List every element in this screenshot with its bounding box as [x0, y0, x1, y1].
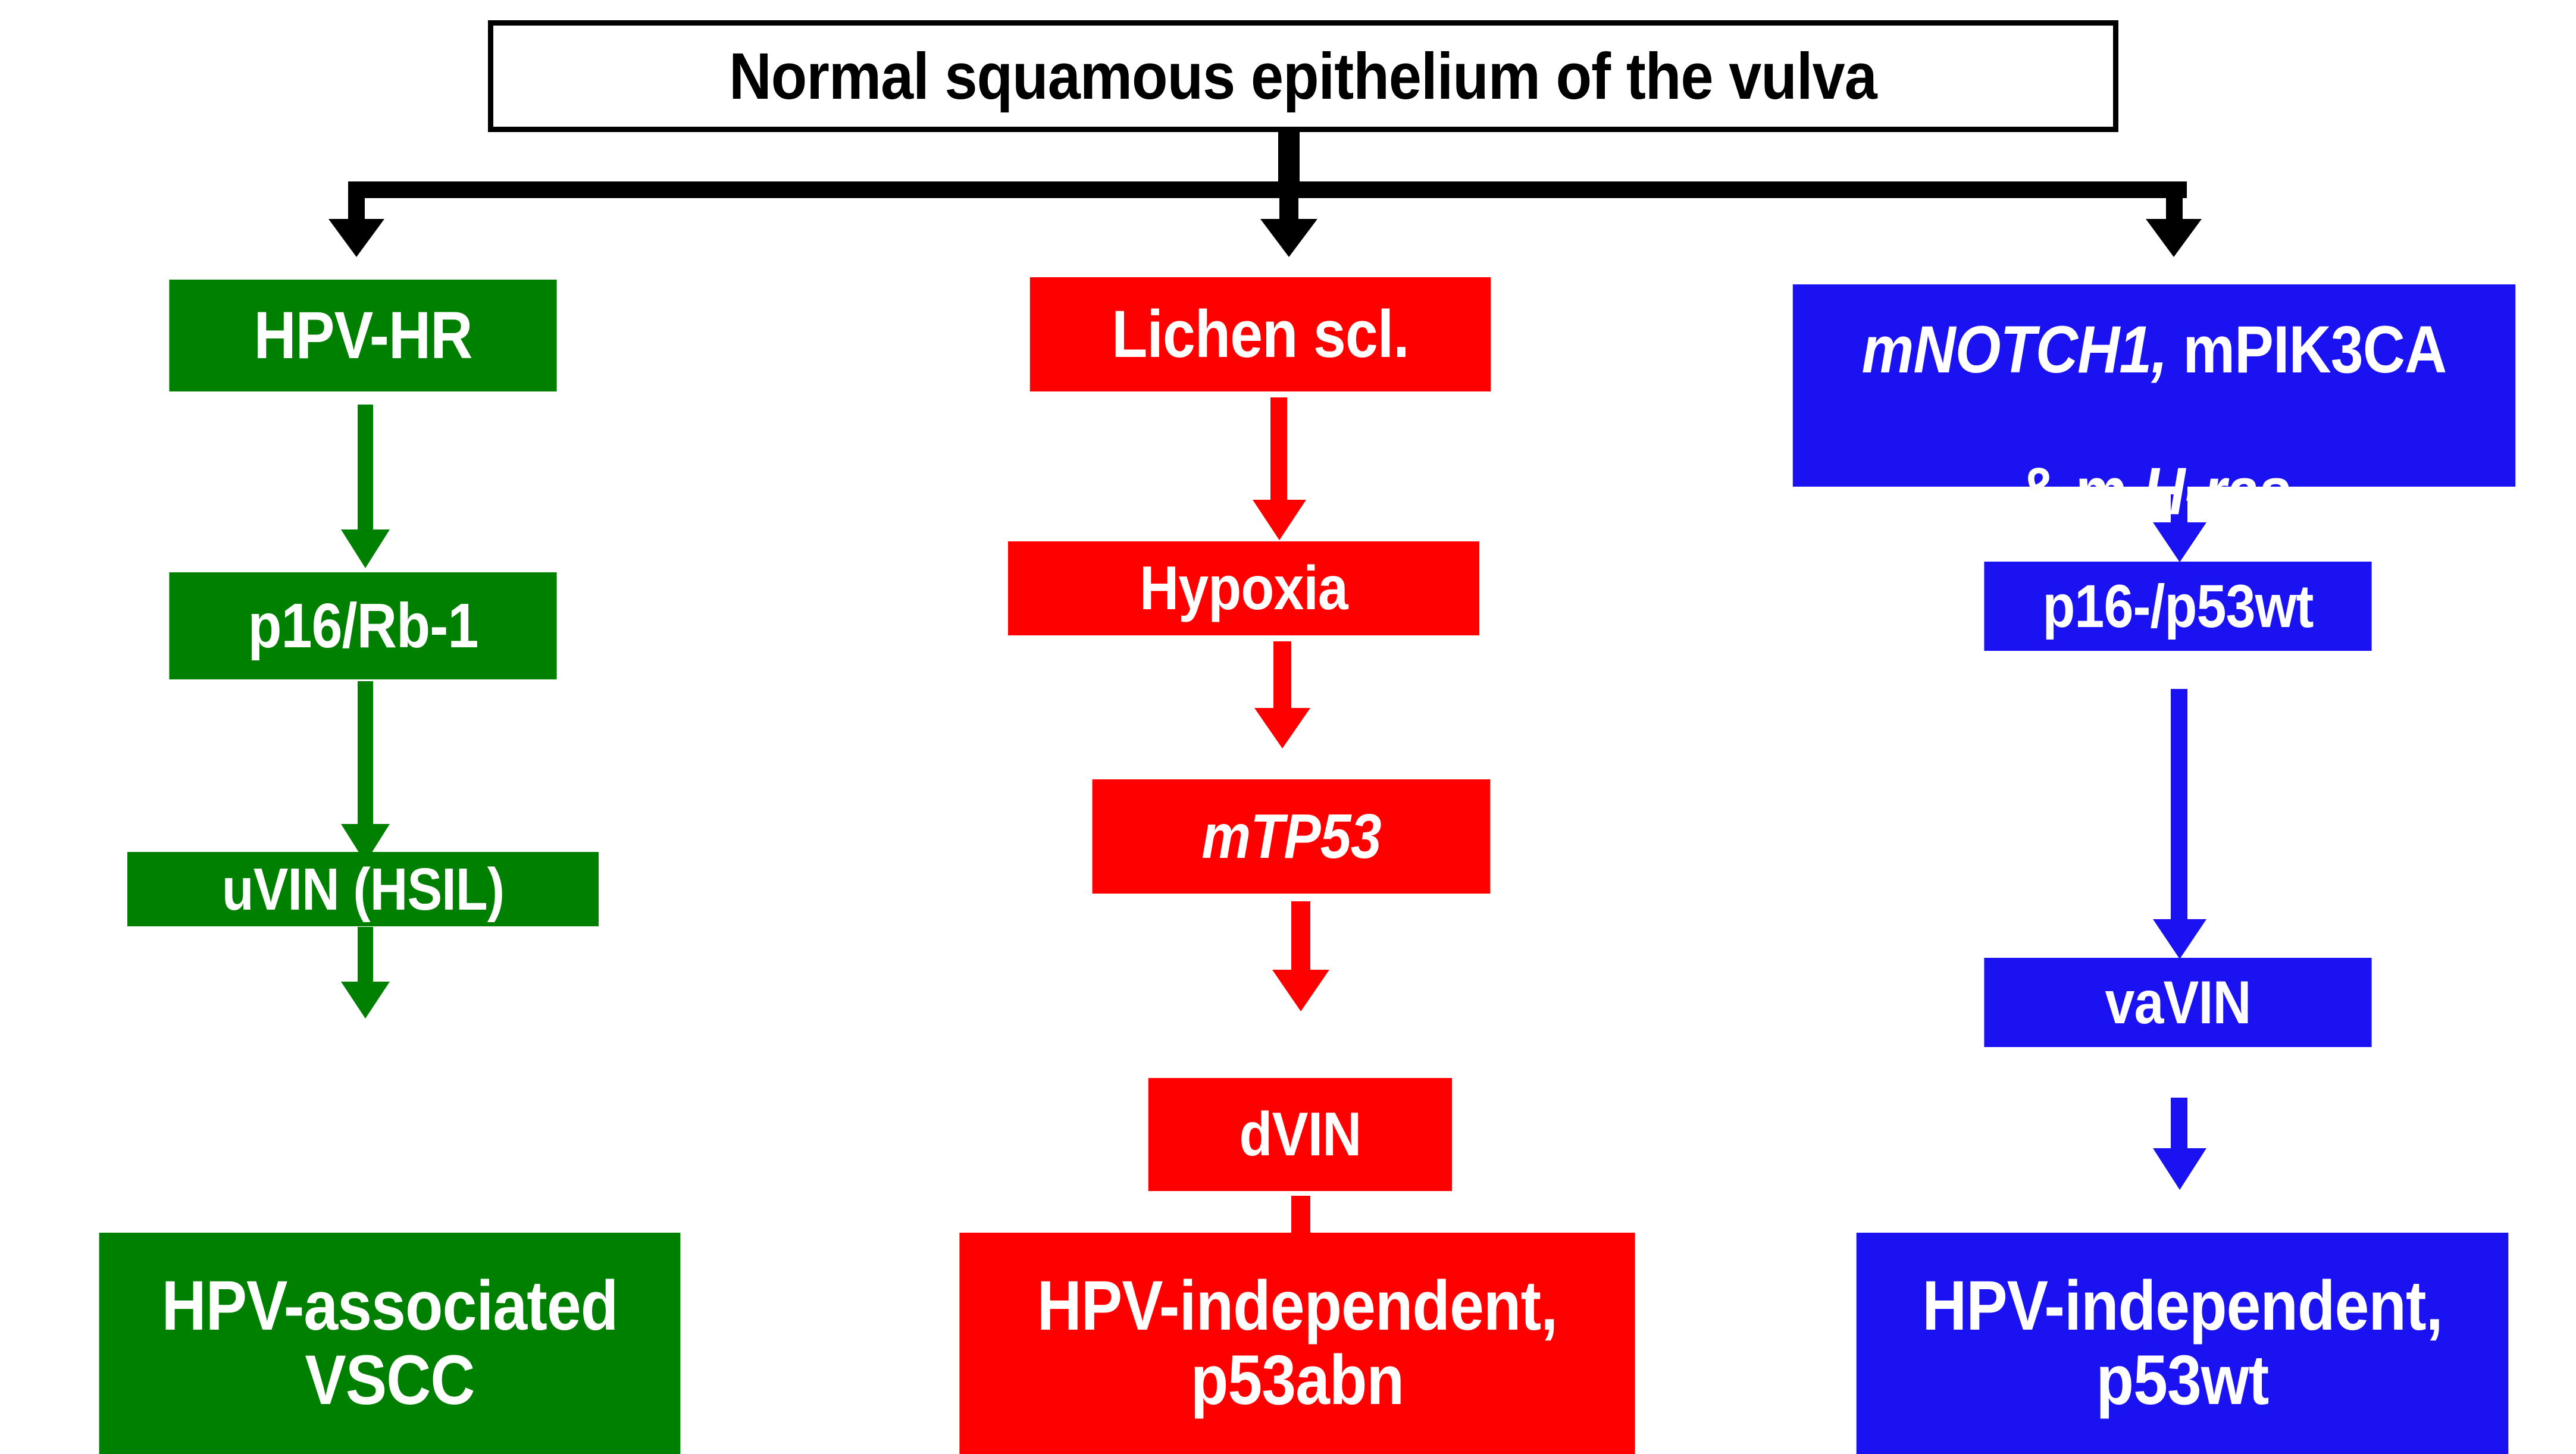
node-p16neg-p53wt-label: p16-/p53wt	[2042, 572, 2314, 640]
node-p16-rb1[interactable]: p16/Rb-1	[169, 572, 557, 679]
node-mutations-run3: & m	[2018, 453, 2143, 528]
blue-arrow-3-head	[2153, 1148, 2206, 1190]
title-box[interactable]: Normal squamous epithelium of the vulva	[488, 20, 2118, 132]
node-hpv-independent-p53abn[interactable]: HPV-independent, p53abn	[959, 1233, 1635, 1454]
node-mutations[interactable]: mNOTCH1, mPIK3CA & m H-ras	[1792, 284, 2516, 527]
title-stem	[1278, 132, 1300, 183]
node-vavin-label: vaVIN	[2105, 968, 2251, 1036]
left-drop-arrowhead	[328, 219, 384, 257]
blue-arrow-2-shaft	[2171, 689, 2187, 936]
red-arrow-2-head	[1254, 708, 1310, 748]
green-arrow-3-head	[341, 982, 390, 1019]
node-p16-rb1-label: p16/Rb-1	[248, 590, 479, 661]
node-mutations-label: mNOTCH1, mPIK3CA & m H-ras	[1862, 245, 2447, 527]
center-drop-arrowhead	[1260, 219, 1317, 257]
node-p16neg-p53wt[interactable]: p16-/p53wt	[1984, 562, 2372, 651]
red-arrow-3-shaft	[1291, 901, 1310, 979]
distribution-bar	[348, 181, 2187, 198]
node-vavin[interactable]: vaVIN	[1984, 958, 2372, 1047]
right-drop-shaft	[2166, 181, 2183, 226]
node-hpv-independent-p53wt[interactable]: HPV-independent, p53wt	[1856, 1233, 2509, 1454]
left-drop-shaft	[348, 181, 365, 226]
node-dvin[interactable]: dVIN	[1148, 1078, 1453, 1191]
node-hpv-independent-p53wt-label: HPV-independent, p53wt	[1922, 1266, 2443, 1419]
red-arrow-3-head	[1272, 970, 1329, 1011]
blue-arrow-2-head	[2153, 919, 2206, 959]
red-arrow-1-head	[1253, 500, 1306, 540]
green-arrow-3-shaft	[358, 927, 373, 989]
node-hypoxia[interactable]: Hypoxia	[1008, 541, 1479, 635]
green-arrow-2-shaft	[358, 681, 373, 833]
red-arrow-2-shaft	[1273, 641, 1291, 719]
node-mtp53-label: mTP53	[1201, 801, 1381, 872]
center-drop-shaft	[1279, 181, 1298, 226]
green-arrow-1-shaft	[358, 405, 373, 537]
node-lichen-scl[interactable]: Lichen scl.	[1029, 277, 1491, 391]
node-hpv-associated-vscc[interactable]: HPV-associated VSCC	[99, 1233, 681, 1454]
right-drop-arrowhead	[2146, 219, 2202, 257]
node-mutations-run4: H-ras	[2143, 453, 2290, 528]
node-mutations-run1: mNOTCH1,	[1861, 312, 2168, 387]
green-arrow-2-head	[341, 824, 390, 863]
node-hpv-associated-vscc-label: HPV-associated VSCC	[161, 1266, 619, 1419]
node-lichen-scl-label: Lichen scl.	[1112, 296, 1410, 371]
node-hpv-hr[interactable]: HPV-HR	[169, 280, 557, 391]
node-mutations-run2: mPIK3CA	[2167, 312, 2447, 387]
red-arrow-1-shaft	[1270, 397, 1287, 507]
node-uvin-hsil[interactable]: uVIN (HSIL)	[127, 852, 599, 926]
node-hpv-independent-p53abn-label: HPV-independent, p53abn	[1037, 1266, 1558, 1419]
green-arrow-1-head	[341, 529, 390, 568]
node-hypoxia-label: Hypoxia	[1140, 553, 1348, 623]
blue-arrow-1-head	[2153, 522, 2206, 562]
node-uvin-hsil-label: uVIN (HSIL)	[221, 856, 505, 923]
node-mtp53[interactable]: mTP53	[1092, 779, 1491, 894]
node-dvin-label: dVIN	[1239, 1099, 1362, 1169]
node-hpv-hr-label: HPV-HR	[253, 297, 472, 372]
title-box-label: Normal squamous epithelium of the vulva	[729, 39, 1878, 113]
